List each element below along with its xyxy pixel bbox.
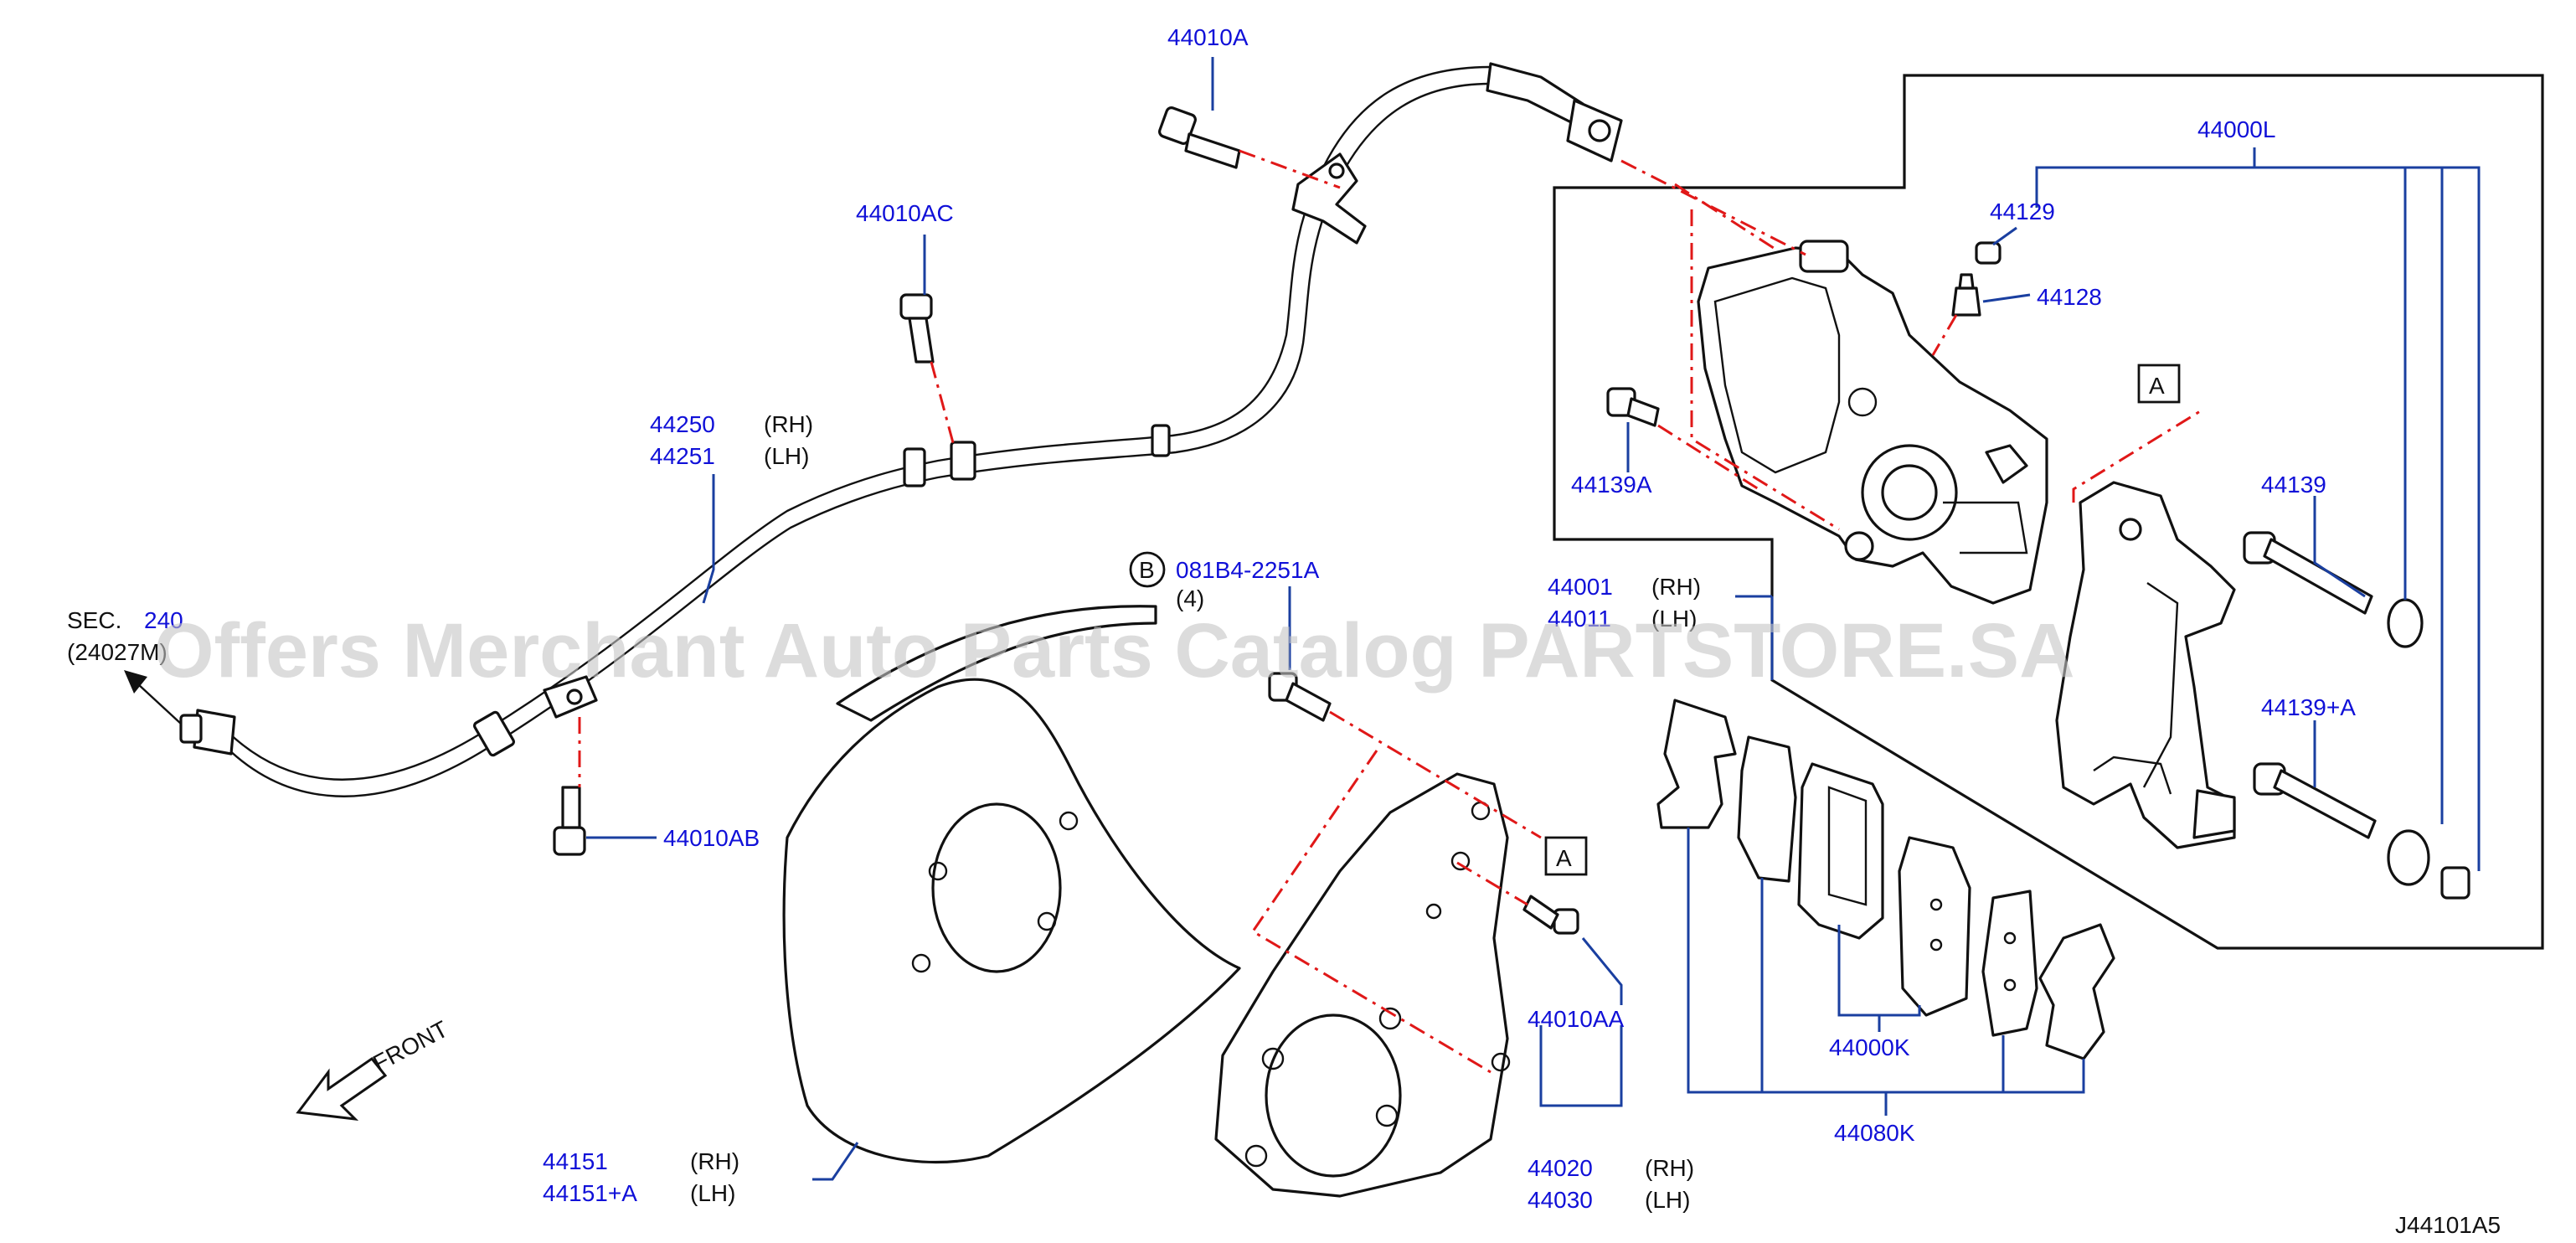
bolt-44010AC[interactable] bbox=[899, 293, 935, 364]
pad-shim-inner[interactable] bbox=[1981, 890, 2038, 1037]
brake-pad-outer[interactable] bbox=[1898, 836, 1971, 1017]
side-label-rh-44001: (RH) bbox=[1651, 574, 1701, 600]
part-label-44139plusA[interactable]: 44139+A bbox=[2261, 694, 2356, 720]
bleeder-cap-44129[interactable] bbox=[1975, 241, 2002, 265]
part-label-44001[interactable]: 44001 bbox=[1548, 574, 1613, 600]
front-label: FRONT bbox=[368, 1016, 452, 1077]
side-label-lh-44030: (LH) bbox=[1645, 1187, 1690, 1213]
part-label-44080K[interactable]: 44080K bbox=[1834, 1120, 1915, 1146]
ref-marker-a-top: A bbox=[2137, 364, 2181, 404]
bolt-081B4[interactable] bbox=[1268, 672, 1332, 722]
bolt-44010AA[interactable] bbox=[1522, 895, 1579, 935]
brake-caliper-body[interactable] bbox=[1697, 240, 2048, 605]
diagram-code: J44101A5 bbox=[2395, 1212, 2501, 1238]
svg-text:A: A bbox=[1556, 845, 1572, 871]
part-label-44139A[interactable]: 44139A bbox=[1571, 472, 1652, 498]
side-label-rh-44151: (RH) bbox=[690, 1148, 739, 1174]
part-label-44010AA[interactable]: 44010AA bbox=[1528, 1006, 1625, 1032]
part-label-44128[interactable]: 44128 bbox=[2037, 284, 2102, 310]
part-label-44020[interactable]: 44020 bbox=[1528, 1155, 1593, 1181]
front-direction-arrow bbox=[296, 1056, 388, 1121]
part-label-44000K[interactable]: 44000K bbox=[1829, 1034, 1910, 1060]
part-label-44151[interactable]: 44151 bbox=[543, 1148, 608, 1174]
part-label-44010A[interactable]: 44010A bbox=[1167, 24, 1249, 50]
side-label-lh-44151plusA: (LH) bbox=[690, 1180, 735, 1206]
side-label-lh-44011: (LH) bbox=[1651, 606, 1697, 632]
part-label-44010AB[interactable]: 44010AB bbox=[663, 825, 760, 851]
ref-marker-a-mid: A bbox=[1544, 836, 1588, 876]
brake-pad-inner[interactable] bbox=[1797, 762, 1884, 940]
slide-pin-44139[interactable] bbox=[2243, 531, 2424, 648]
part-label-081B4[interactable]: 081B4-2251A bbox=[1176, 557, 1320, 583]
pad-clip-left[interactable] bbox=[1656, 699, 1737, 829]
side-label-rh-44020: (RH) bbox=[1645, 1155, 1694, 1181]
pad-shim-outer[interactable] bbox=[1737, 735, 1797, 883]
leader-lines bbox=[586, 57, 2481, 1181]
part-label-44000L[interactable]: 44000L bbox=[2197, 116, 2275, 142]
svg-text:A: A bbox=[2149, 373, 2165, 399]
bolt-44010AB[interactable] bbox=[553, 786, 586, 856]
part-label-44030[interactable]: 44030 bbox=[1528, 1187, 1593, 1213]
section-ref-number[interactable]: 240 bbox=[144, 607, 183, 633]
bolt-44139A[interactable] bbox=[1606, 387, 1660, 427]
assembly-centerlines bbox=[578, 149, 2205, 1074]
ref-marker-b: B bbox=[1129, 551, 1166, 588]
bolt-44010A[interactable] bbox=[1158, 106, 1241, 169]
dust-shield-backplate[interactable] bbox=[782, 605, 1241, 1164]
brake-hose[interactable] bbox=[124, 62, 1623, 797]
section-ref-code: (24027M) bbox=[67, 639, 167, 665]
part-label-44010AC[interactable]: 44010AC bbox=[856, 200, 954, 226]
side-label-lh-44251: (LH) bbox=[764, 443, 809, 469]
bleeder-screw-44128[interactable] bbox=[1951, 273, 1981, 317]
watermark-text: Offers Merchant Auto Parts Catalog PARTS… bbox=[154, 608, 2075, 694]
section-ref-label: SEC. bbox=[67, 607, 121, 633]
caliper-support-bracket[interactable] bbox=[2055, 481, 2236, 849]
svg-text:B: B bbox=[1139, 557, 1155, 583]
slide-pin-44139plusA[interactable] bbox=[2253, 762, 2470, 900]
side-label-rh-44250: (RH) bbox=[764, 411, 813, 437]
part-label-44011[interactable]: 44011 bbox=[1548, 606, 1611, 632]
pad-clip-right[interactable] bbox=[2038, 923, 2115, 1060]
part-label-44251[interactable]: 44251 bbox=[650, 443, 715, 469]
part-label-44151plusA[interactable]: 44151+A bbox=[543, 1180, 637, 1206]
part-label-44139[interactable]: 44139 bbox=[2261, 472, 2326, 498]
part-label-44129[interactable]: 44129 bbox=[1990, 199, 2055, 224]
part-label-44250[interactable]: 44250 bbox=[650, 411, 715, 437]
caliper-mounting-plate[interactable] bbox=[1214, 772, 1511, 1198]
part-qty-081B4: (4) bbox=[1176, 585, 1204, 611]
